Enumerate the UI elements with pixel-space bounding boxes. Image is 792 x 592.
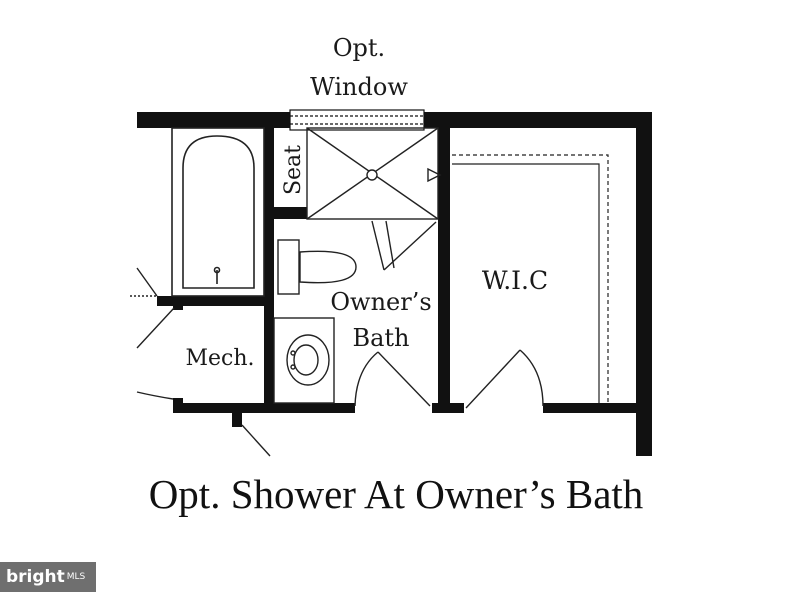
bathtub: [171, 127, 265, 297]
brand-watermark: bright MLS: [0, 562, 96, 592]
window: [289, 109, 425, 131]
bath-door: [354, 351, 431, 407]
shower-door: [371, 220, 437, 271]
window-label-line2: Window: [310, 73, 408, 101]
watermark-brand: bright: [6, 567, 65, 587]
tub-right-wall: [264, 112, 274, 412]
top-wall-right: [424, 112, 652, 128]
bottom-wall-3: [543, 403, 652, 413]
shower: [306, 127, 442, 220]
right-exterior-wall: [636, 112, 652, 456]
bottom-wall-1: [173, 403, 355, 413]
sink: [273, 317, 335, 404]
mech-doors: [130, 267, 271, 457]
mech-top-wall: [157, 296, 272, 306]
watermark-suffix: MLS: [66, 572, 86, 582]
room-labels: Opt. Window Seat W.I.C Owner’s Bath Mech…: [185, 34, 548, 371]
top-wall-left: [137, 112, 290, 128]
toilet: [277, 239, 357, 295]
plan-caption: Opt. Shower At Owner’s Bath: [148, 471, 644, 517]
mech-label: Mech.: [185, 346, 254, 371]
wic-left-wall: [438, 112, 450, 412]
window-label-line1: Opt.: [333, 34, 385, 62]
wic-label: W.I.C: [482, 266, 548, 295]
owners-bath-label-line1: Owner’s: [330, 288, 431, 316]
wic-door: [465, 349, 544, 409]
bottom-wall-2: [432, 403, 464, 413]
mech-wall-stub: [173, 296, 183, 310]
walls: [137, 112, 652, 456]
door-post: [232, 403, 242, 427]
closet-shelf: [452, 154, 609, 403]
seat-bottom-wall: [264, 207, 307, 219]
owners-bath-label-line2: Bath: [352, 324, 409, 352]
seat-label: Seat: [281, 145, 306, 195]
